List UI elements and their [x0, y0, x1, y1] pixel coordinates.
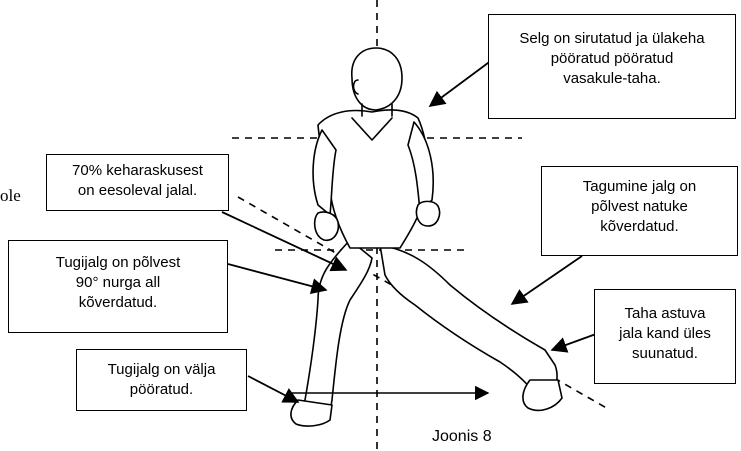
callout-weight-distribution: 70% keharaskusest on eesoleval jalal. — [46, 154, 229, 211]
rear-leg — [380, 245, 557, 398]
left-fist — [315, 212, 339, 240]
front-shoe — [291, 400, 332, 426]
arrow-rear-leg — [512, 256, 582, 304]
arrow-support-foot — [248, 376, 298, 402]
rear-shoe — [523, 380, 562, 410]
arrow-heel — [552, 334, 596, 350]
callout-support-foot: Tugijalg on välja pööratud. — [76, 349, 247, 411]
callout-heel-up: Taha astuva jala kand üles suunatud. — [594, 289, 736, 384]
callout-support-knee: Tugijalg on põlvest 90° nurga all kõverd… — [8, 240, 228, 333]
cropped-text-fragment: ole — [0, 186, 21, 206]
right-fist — [416, 201, 439, 226]
front-leg — [298, 240, 372, 417]
figure-caption: Joonis 8 — [432, 428, 492, 446]
arrow-support-knee — [228, 264, 326, 290]
head — [352, 48, 402, 110]
callout-back-rotation: Selg on sirutatud ja ülakeha pööratud pö… — [488, 14, 736, 119]
arrow-back — [430, 60, 492, 106]
callout-rear-leg: Tagumine jalg on põlvest natuke kõverdat… — [541, 166, 738, 256]
